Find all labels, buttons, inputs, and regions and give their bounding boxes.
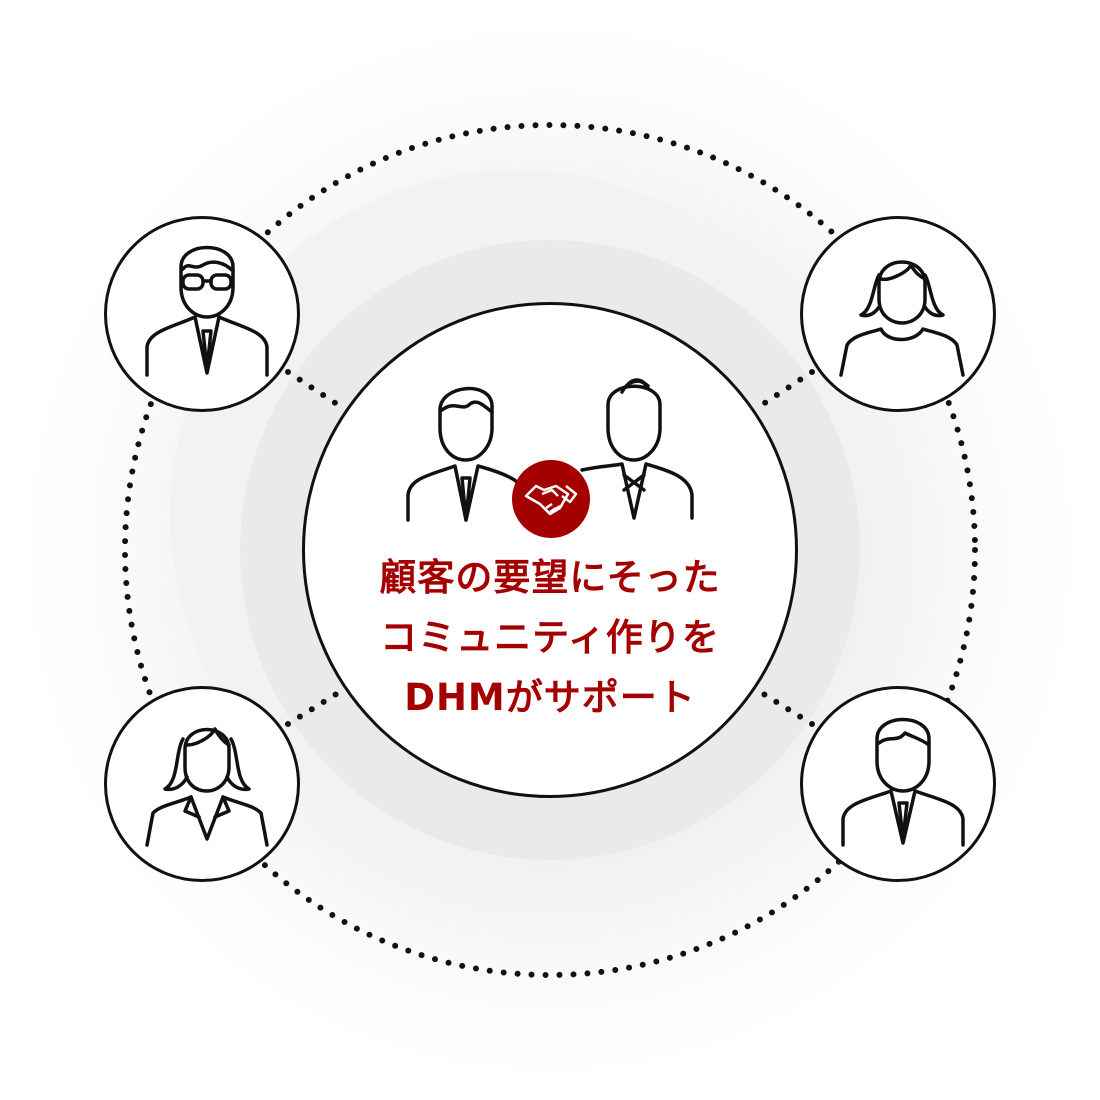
- woman-icon: [839, 260, 965, 377]
- dotted-orbit: [122, 122, 978, 978]
- headline-line-1: 顧客の要望にそった: [379, 556, 721, 599]
- headline-line-2: コミュニティ作りを: [380, 616, 720, 659]
- businesswoman-icon: [145, 727, 269, 847]
- node-bottom-right: [800, 686, 996, 882]
- businessman-icon: [841, 717, 965, 847]
- node-bottom-left: [104, 686, 300, 882]
- node-top-left: [104, 216, 300, 412]
- businessman-icon: [406, 386, 522, 522]
- handshake-icon: [524, 484, 578, 516]
- headline-line-3: DHMがサポート: [404, 676, 696, 719]
- node-top-right: [800, 216, 996, 412]
- handshake-badge: [512, 460, 590, 538]
- man-with-glasses-icon: [145, 245, 269, 377]
- headline: 顧客の要望にそった コミュニティ作りを DHMがサポート: [302, 548, 798, 728]
- businessman-icon: [580, 378, 694, 520]
- center-circle: [302, 302, 798, 798]
